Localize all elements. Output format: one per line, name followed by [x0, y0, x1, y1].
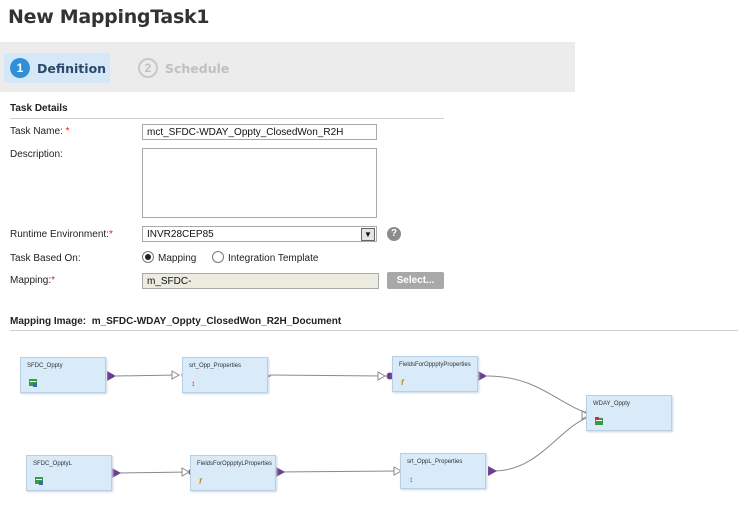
link-expression-to-target: [486, 375, 593, 415]
output-port: [112, 468, 121, 478]
mapping-label: Mapping:*: [10, 275, 56, 286]
section-divider: [10, 118, 444, 119]
step-label: Schedule: [165, 60, 230, 76]
node-label: WDAY_Oppty: [593, 401, 630, 407]
sorter-icon: ↕: [409, 475, 413, 484]
node-wday-oppty[interactable]: WDAY_Oppty: [586, 395, 672, 431]
output-port: [478, 371, 487, 381]
runtime-environment-value: INVR28CEP85: [147, 229, 214, 240]
node-srt-opp-properties[interactable]: srt_Opp_Properties ↕: [182, 357, 268, 393]
integration-template-radio[interactable]: [212, 251, 224, 263]
arrowhead: [181, 467, 191, 477]
runtime-environment-label: Runtime Environment:*: [10, 229, 113, 240]
node-sfdc-opptyl[interactable]: SFDC_OpptyL: [26, 455, 112, 491]
task-name-input[interactable]: mct_SFDC-WDAY_Oppty_ClosedWon_R2H: [142, 124, 377, 140]
target-table-icon: [595, 417, 604, 426]
runtime-environment-select[interactable]: INVR28CEP85 ▼: [142, 226, 377, 242]
section-divider: [10, 330, 738, 331]
mapping-diagram: SFDC_Oppty srt_Opp_Properties ↕ FieldsFo…: [0, 335, 738, 505]
output-port: [107, 371, 116, 381]
mapping-radio-label[interactable]: Mapping: [158, 253, 197, 264]
node-label: FieldsForOppptyLProperties: [197, 461, 273, 467]
step-number-badge: 1: [10, 58, 30, 78]
mapping-radio[interactable]: [142, 251, 154, 263]
node-label: SFDC_OpptyL: [33, 461, 73, 467]
help-icon[interactable]: ?: [387, 227, 401, 241]
node-label: SFDC_Oppty: [27, 363, 63, 369]
node-label: FieldsForOppptyProperties: [399, 362, 471, 368]
expression-icon: f: [401, 378, 404, 387]
expression-icon: f: [199, 477, 202, 486]
step-label: Definition: [37, 60, 107, 76]
arrowhead: [581, 410, 591, 420]
node-label: srt_OppL_Properties: [407, 459, 463, 465]
node-srt-oppl-properties[interactable]: srt_OppL_Properties ↕: [400, 453, 486, 489]
wizard-steps: 1 Definition 2 Schedule: [0, 42, 575, 92]
wizard-step-schedule[interactable]: 2 Schedule: [138, 53, 229, 83]
source-table-icon: [35, 477, 44, 486]
arrowhead: [377, 371, 387, 381]
task-details-heading: Task Details: [10, 103, 68, 114]
link-oppty-to-sorter: [115, 374, 179, 377]
integration-template-radio-label[interactable]: Integration Template: [228, 253, 319, 264]
arrowhead: [393, 466, 403, 476]
link-opptyl-to-expression: [115, 471, 191, 474]
link-expression-to-sorter: [275, 470, 401, 473]
task-based-on-label: Task Based On:: [10, 253, 81, 264]
description-label: Description:: [10, 149, 63, 160]
node-fields-for-opppty-properties[interactable]: FieldsForOppptyProperties f: [392, 356, 478, 392]
mapping-image-heading: Mapping Image: m_SFDC-WDAY_Oppty_ClosedW…: [10, 316, 342, 327]
arrowhead: [171, 370, 181, 380]
output-port: [276, 467, 285, 477]
sorter-icon: ↕: [191, 379, 195, 388]
link-sorter-to-target: [493, 415, 593, 472]
description-textarea[interactable]: [142, 148, 377, 218]
page-title: New MappingTask1: [8, 6, 210, 28]
output-port: [488, 466, 497, 476]
node-sfdc-oppty[interactable]: SFDC_Oppty: [20, 357, 106, 393]
task-name-label: Task Name: *: [10, 126, 70, 137]
select-mapping-button[interactable]: Select...: [387, 272, 444, 289]
link-sorter-to-expression: [269, 374, 387, 377]
wizard-step-definition[interactable]: 1 Definition: [4, 53, 110, 83]
mapping-field: m_SFDC-: [142, 273, 379, 289]
node-fields-for-opppty-l-properties[interactable]: FieldsForOppptyLProperties f: [190, 455, 276, 491]
step-number-badge: 2: [138, 58, 158, 78]
source-table-icon: [29, 379, 38, 388]
input-port: [386, 372, 394, 380]
chevron-down-icon[interactable]: ▼: [361, 228, 375, 241]
node-label: srt_Opp_Properties: [189, 363, 242, 369]
